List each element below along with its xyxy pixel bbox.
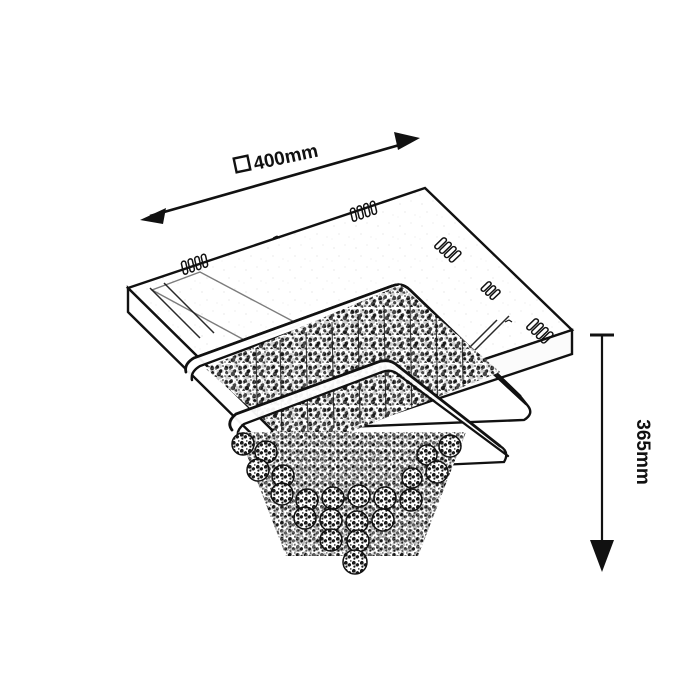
height-arrow-down xyxy=(590,540,614,572)
square-symbol-icon xyxy=(232,154,252,174)
led-slot-group xyxy=(480,281,501,300)
plate-screw-marks xyxy=(272,235,513,323)
upper-ring-right-arm xyxy=(316,394,532,430)
led-slot-group xyxy=(349,200,378,222)
crystal-balls xyxy=(231,432,462,575)
led-slot-group xyxy=(526,318,554,344)
width-dimension-line xyxy=(149,140,411,218)
width-arrow-left xyxy=(140,208,166,224)
height-dimension-label: 365mm xyxy=(632,419,653,485)
height-dimension: 365mm xyxy=(590,333,653,572)
led-slot-groups xyxy=(180,200,554,344)
lower-ring-rail-outer xyxy=(228,359,502,448)
upper-ring-fill xyxy=(185,284,526,404)
lowest-crystal-ball xyxy=(342,549,368,575)
lower-ring-right-arm xyxy=(328,444,508,472)
light-fixture xyxy=(125,186,575,575)
width-arrow-right xyxy=(394,132,420,150)
led-slot-group xyxy=(180,253,209,275)
led-slot-group xyxy=(434,237,462,263)
